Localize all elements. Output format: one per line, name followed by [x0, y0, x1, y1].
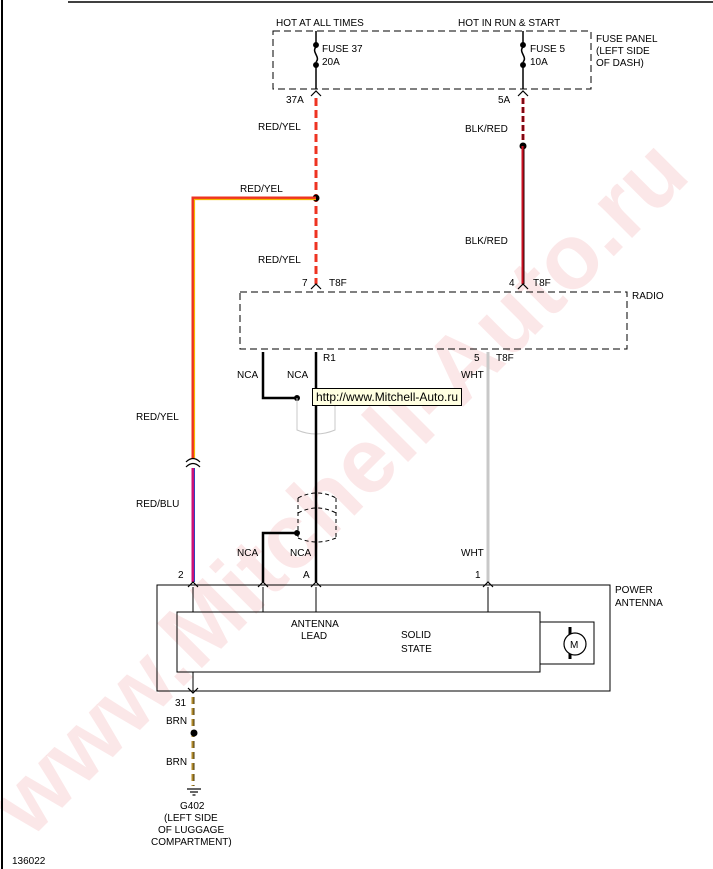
antenna-internal-wires	[192, 587, 489, 691]
radio-title: RADIO	[632, 291, 664, 302]
power-antenna-pin31: 31	[175, 698, 187, 709]
radio-pin5-label: 5	[474, 353, 480, 364]
antenna-shield-top	[261, 352, 297, 400]
power-antenna-title-1: POWER	[615, 585, 653, 596]
radio-pin7-connector-icon	[310, 283, 322, 290]
wire-label-wht-1: WHT	[461, 370, 484, 381]
inline-connector-icon	[185, 457, 201, 468]
fuse-5-terminal: 5A	[498, 95, 511, 106]
watermark-text: www.Mitchell-Auto.ru	[0, 119, 707, 854]
wire-label-nca-1: NCA	[237, 370, 258, 381]
radio-pin4-connector-icon	[517, 283, 529, 290]
ground-location-2: OF LUGGAGE	[158, 825, 224, 836]
figure-id: 136022	[12, 856, 46, 867]
radio-pin4-conn: T8F	[533, 278, 551, 289]
power-antenna-pin2: 2	[178, 570, 184, 581]
wire-label-nca-3: NCA	[237, 548, 258, 559]
fuse-panel-title-2: (LEFT SIDE	[596, 46, 650, 57]
radio-pin4-label: 4	[509, 278, 515, 289]
wire-label-red-yel-1: RED/YEL	[258, 122, 301, 133]
radio-box	[239, 291, 628, 350]
wire-label-red-yel-2: RED/YEL	[240, 184, 283, 195]
fuse-panel-title-1: FUSE PANEL	[596, 34, 658, 45]
ground-name: G402	[180, 801, 205, 812]
fuse-5-symbol	[520, 31, 526, 89]
solid-state-label-2: STATE	[401, 644, 432, 655]
power-antenna-pin-a: A	[303, 570, 310, 581]
antenna-lead-label-2: LEAD	[301, 631, 327, 642]
wire-label-blk-red-2: BLK/RED	[465, 236, 508, 247]
wire-label-red-yel-4: RED/YEL	[136, 412, 179, 423]
ground-location-1: (LEFT SIDE	[164, 813, 218, 824]
fuse-panel-title-3: OF DASH)	[596, 58, 644, 69]
ground-icon	[187, 788, 201, 796]
radio-pin-r1: R1	[323, 353, 336, 364]
ground-pin31-connector-icon	[187, 687, 199, 694]
hot-in-run-start-label: HOT IN RUN & START	[458, 18, 560, 29]
motor-housing	[539, 621, 595, 665]
solid-state-label-1: SOLID	[401, 630, 431, 641]
wire-label-brn-2: BRN	[166, 757, 187, 768]
hot-at-all-times-label: HOT AT ALL TIMES	[276, 18, 364, 29]
fuse-37-terminal: 37A	[286, 95, 304, 106]
antenna-pin-connectors	[187, 581, 494, 588]
antenna-shield-bottom	[261, 531, 297, 582]
motor-label: M	[570, 640, 578, 651]
fuse-5-rating: 10A	[530, 57, 548, 68]
connector-37a-icon	[310, 90, 322, 97]
fuse-panel-box	[272, 30, 592, 90]
radio-pin7-conn: T8F	[329, 278, 347, 289]
wire-red-yel-branch	[191, 196, 316, 458]
power-antenna-pin1: 1	[475, 570, 481, 581]
coax-connector-icon	[297, 492, 337, 543]
radio-pin5-conn: T8F	[496, 353, 514, 364]
wire-label-nca-2: NCA	[287, 370, 308, 381]
motor-icon	[563, 632, 587, 656]
connector-5a-icon	[517, 90, 529, 97]
power-antenna-title-2: ANTENNA	[615, 598, 663, 609]
wire-label-red-blu: RED/BLU	[136, 499, 179, 510]
wire-label-wht-2: WHT	[461, 548, 484, 559]
wire-label-nca-4: NCA	[290, 548, 311, 559]
wire-label-brn-1: BRN	[166, 716, 187, 727]
power-antenna-box	[156, 584, 611, 692]
fuse-37-rating: 20A	[322, 57, 340, 68]
url-tooltip[interactable]: http://www.Mitchell-Auto.ru	[312, 388, 463, 406]
antenna-lead-label-1: ANTENNA	[291, 619, 339, 630]
shield-splice-bottom	[294, 530, 300, 536]
wire-red-blu	[191, 468, 195, 582]
ground-location-3: COMPARTMENT)	[151, 837, 232, 848]
splice-brn	[190, 729, 198, 737]
wire-label-blk-red-1: BLK/RED	[465, 124, 508, 135]
wire-label-red-yel-3: RED/YEL	[258, 255, 301, 266]
radio-pin7-label: 7	[302, 278, 308, 289]
fuse-37-symbol	[313, 31, 319, 89]
fuse-5-name: FUSE 5	[530, 44, 565, 55]
fuse-37-name: FUSE 37	[322, 44, 363, 55]
